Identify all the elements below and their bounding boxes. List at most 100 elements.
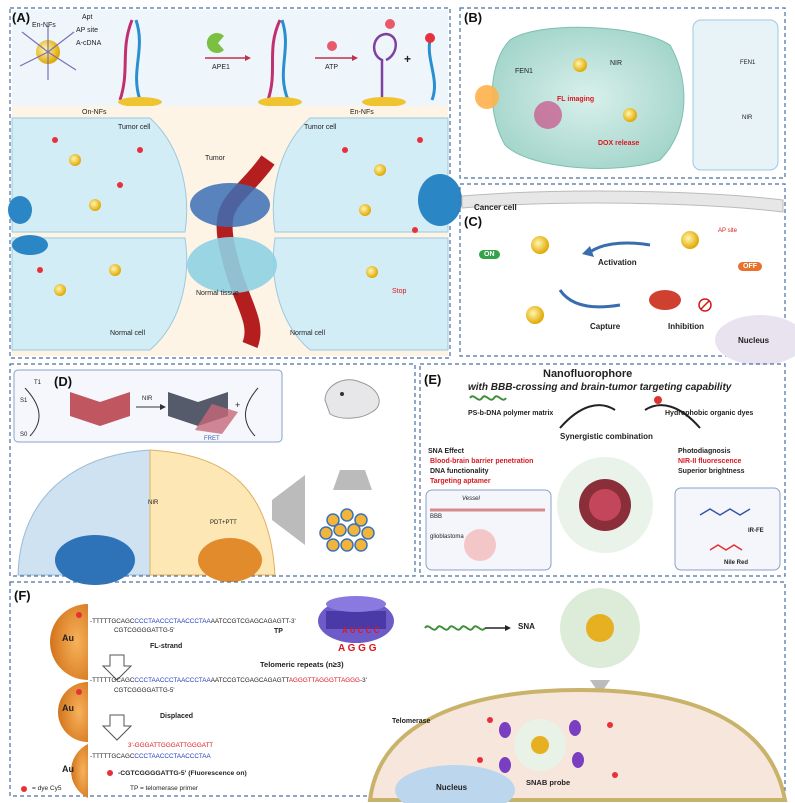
nir-label-b: NIR <box>610 60 623 67</box>
ap-site-label: AP site <box>718 228 737 234</box>
normal-cell-right-label: Normal cell <box>290 330 326 337</box>
on-nfs-label: On-NFs <box>82 109 107 116</box>
seq2-b: CCCTAACCCTAACCCTAA <box>134 677 211 684</box>
ape1-label: APE1 <box>212 64 230 71</box>
panel-e-subtitle: with BBB-crossing and brain-tumor target… <box>468 382 732 393</box>
legend-a-cdna: A-cDNA <box>76 40 102 47</box>
fluorescence-on-label: -CGTCGGGGATTG-5' (Fluorescence on) <box>118 770 247 777</box>
nir-label-d2: NIR <box>148 500 159 506</box>
en-nfs-top-label: En-NFs <box>32 22 56 29</box>
sna-effect-head: SNA Effect <box>428 448 464 455</box>
sna-label: SNA <box>518 622 535 631</box>
sna-sphere <box>560 588 640 668</box>
right-item-3: Superior brightness <box>678 468 745 475</box>
tumor-label: Tumor <box>205 155 225 162</box>
au-particle-1 <box>50 604 88 680</box>
atp-molecule <box>327 41 337 51</box>
fl-strand-label: FL-strand <box>150 643 183 650</box>
snab-probe-label: SNAB probe <box>526 778 571 787</box>
capture-label: Capture <box>590 322 621 331</box>
inset-nir-label: NIR <box>742 115 753 121</box>
panel-f-label: (F) <box>14 588 31 603</box>
fret-label: FRET <box>204 436 220 442</box>
t1-label-left: T1 <box>34 380 42 386</box>
nir-label-d: NIR <box>142 396 153 402</box>
panel-c-frame <box>459 183 786 357</box>
seq1-bottom: CGTCGGGGATTG-5' <box>114 627 175 634</box>
seq2-bottom: CGTCGGGGATTG-5' <box>114 687 175 694</box>
panel-d-label: (D) <box>54 374 73 389</box>
au-label-3: Au <box>62 764 74 774</box>
ir-fe-label: IR-FE <box>748 528 764 534</box>
legend-apt: Apt <box>82 14 93 21</box>
telomeric-label: Telomeric repeats (n≥3) <box>260 660 344 669</box>
panel-a-frame <box>9 7 451 359</box>
atp-label: ATP <box>325 64 339 71</box>
au-particle-2 <box>58 682 88 742</box>
plus-sign: + <box>404 52 412 66</box>
protein-blob <box>649 290 681 310</box>
telomerase-label: Telomerase <box>392 718 431 725</box>
nucleus-c-label: Nucleus <box>738 336 770 345</box>
dye-legend: = dye Cy5 <box>32 785 62 792</box>
pdt-ptt-label: PDT+PTT <box>210 520 237 526</box>
au-particle-3 <box>71 744 88 798</box>
au-label-2: Au <box>62 703 74 713</box>
seq1-line: -TTTTTGCAGCCCCTAACCCTAACCCTAAAATCCGTCGAG… <box>90 618 296 625</box>
en-nfs-label: En-NFs <box>350 109 374 116</box>
stop-label: Stop <box>392 288 407 295</box>
nucleus-c <box>715 315 795 365</box>
panel-b-inset <box>692 19 779 171</box>
seq1-b: CCCTAACCCTAACCCTAA <box>134 618 211 625</box>
cell-body <box>491 26 685 169</box>
seq2-d: AGGGTTAGGGTTAGGG <box>288 677 360 684</box>
tumor-mass <box>190 183 270 227</box>
tp-label: TP <box>274 628 283 635</box>
seq3-b: CCCTAACCCTAACCCTAA <box>134 753 211 760</box>
tumor-cell-left-label: Tumor cell <box>118 124 151 131</box>
nucleus-d-left <box>55 535 135 585</box>
bbb-label: BBB <box>430 514 443 520</box>
synergy-label: Synergistic combination <box>560 432 653 441</box>
activation-label: Activation <box>598 258 637 267</box>
left-item-3: Targeting aptamer <box>430 478 491 485</box>
nucleus-f-label: Nucleus <box>436 783 468 792</box>
right-item-1: Photodiagnosis <box>678 448 731 455</box>
nanosheet-red <box>70 392 130 426</box>
right-item-2: NIR-II fluorescence <box>678 458 742 465</box>
nile-red-label: Nile Red <box>724 560 749 566</box>
zoom-funnel <box>333 470 372 490</box>
seq2-line: -TTTTTGCAGCCCCTAACCCTAACCCTAAAATCCGTCGAG… <box>90 677 367 684</box>
panel-b-label: (B) <box>464 10 483 25</box>
displaced-label: Displaced <box>160 713 194 720</box>
nanofluorophore-sphere <box>557 457 653 553</box>
off-badge: OFF <box>738 262 762 271</box>
legend-ap-site: AP site <box>76 27 99 34</box>
seq3-a: -TTTTTGCAGC <box>90 753 135 760</box>
tp-legend: TP = telomerase primer <box>130 785 198 792</box>
dye-inset <box>674 487 781 571</box>
on-badge: ON <box>479 250 500 259</box>
nucleus-f <box>395 765 515 803</box>
ape1-enzyme <box>206 33 224 54</box>
inset-fen1-label: FEN1 <box>740 60 756 66</box>
aggg-label: A G G G <box>338 643 377 654</box>
cell-nucleus-b <box>534 101 562 129</box>
panel-b-frame <box>459 7 786 179</box>
plus-d: + <box>235 400 241 410</box>
cancer-cell-label: Cancer cell <box>474 203 517 212</box>
fen1-label: FEN1 <box>515 68 533 75</box>
normal-cell-left-label: Normal cell <box>110 330 146 337</box>
polymer-label: PS-b-DNA polymer matrix <box>468 410 554 417</box>
cell-membrane <box>461 190 784 213</box>
vessel-label: Vessel <box>462 496 480 502</box>
seq1-a: -TTTTTGCAGC <box>90 618 135 625</box>
dyes-label: Hydrophobic organic dyes <box>665 410 754 417</box>
seq3-top: 3'-GGGATTGGGATTGGGATT <box>128 742 214 749</box>
panel-e-title: Nanofluorophore <box>543 368 633 380</box>
s0-label-left: S0 <box>20 432 28 438</box>
panel-f-frame <box>9 581 786 797</box>
light-source <box>475 85 499 109</box>
mouse <box>324 379 380 419</box>
